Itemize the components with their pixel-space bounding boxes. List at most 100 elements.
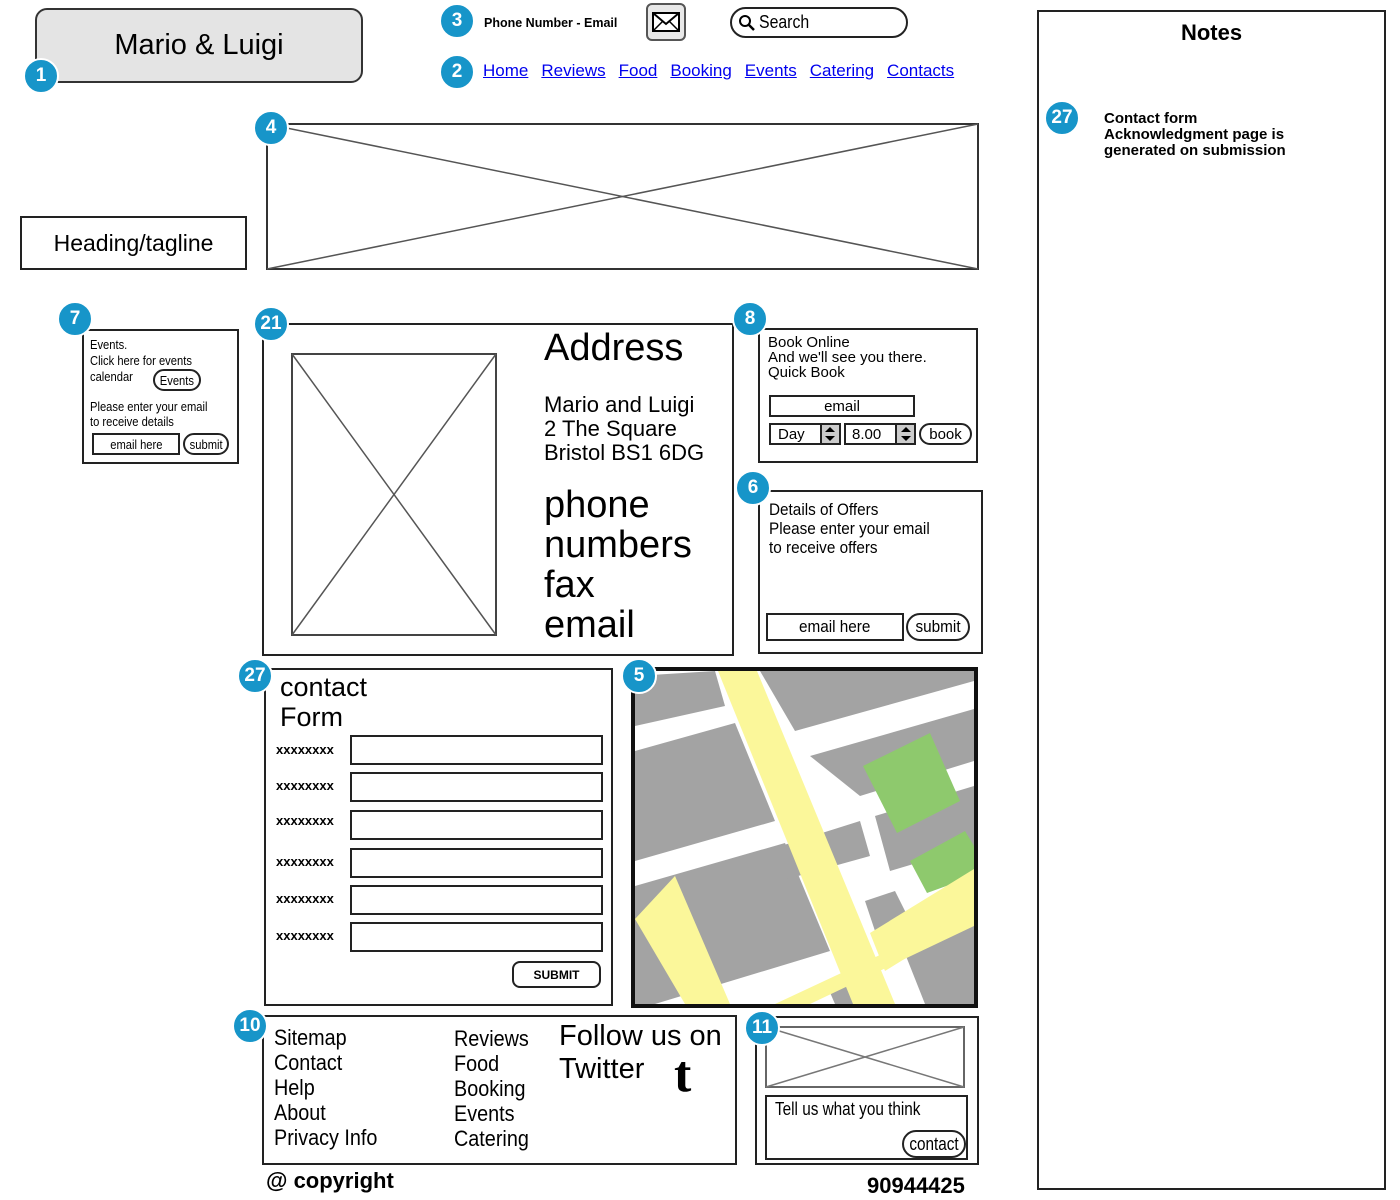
contact-label-3: xxxxxxxx xyxy=(276,813,334,828)
logo-box[interactable]: Mario & Luigi xyxy=(35,8,363,83)
events-text-line2: Click here for events xyxy=(90,353,192,368)
nav-link-contacts[interactable]: Contacts xyxy=(887,61,955,80)
annotation-badge-11: 11 xyxy=(744,1010,780,1046)
events-submit-button[interactable]: submit xyxy=(183,433,229,455)
address-box: Address Mario and Luigi 2 The Square Bri… xyxy=(262,323,734,656)
note-line3: generated on submission xyxy=(1104,142,1286,159)
footer-link-help[interactable]: Help xyxy=(274,1075,315,1100)
footer-link-food[interactable]: Food xyxy=(454,1051,500,1076)
contact-label-4: xxxxxxxx xyxy=(276,854,334,869)
address-name: Mario and Luigi xyxy=(544,392,695,417)
events-button-label: Events xyxy=(159,372,195,388)
address-phone: phone xyxy=(544,484,650,526)
email-icon[interactable] xyxy=(646,3,686,41)
address-email: email xyxy=(544,604,635,646)
offers-submit-button[interactable]: submit xyxy=(906,613,970,641)
address-street: 2 The Square xyxy=(544,416,677,441)
footer-link-catering[interactable]: Catering xyxy=(454,1126,529,1151)
offers-signup-box: Details of Offers Please enter your emai… xyxy=(758,490,983,654)
nav-link-food[interactable]: Food xyxy=(618,61,658,80)
notes-title: Notes xyxy=(1180,20,1243,45)
annotation-badge-2: 2 xyxy=(439,54,475,90)
nav-link-events[interactable]: Events xyxy=(744,61,797,80)
events-email-placeholder: email here xyxy=(109,436,163,452)
annotation-badge-27-note: 27 xyxy=(1044,100,1080,136)
footer-link-reviews[interactable]: Reviews xyxy=(454,1026,529,1051)
footer-link-contact[interactable]: Contact xyxy=(274,1050,343,1075)
offers-email-field[interactable]: email here xyxy=(766,613,904,641)
footer-link-sitemap[interactable]: Sitemap xyxy=(274,1025,347,1050)
search-placeholder: Search xyxy=(759,12,810,32)
annotation-badge-7: 7 xyxy=(57,301,93,337)
events-text-line4: Please enter your email xyxy=(90,399,208,414)
logo-label: Mario & Luigi xyxy=(114,29,284,61)
copyright-text: @ copyright xyxy=(266,1168,394,1193)
offers-submit-label: submit xyxy=(915,617,961,636)
contact-form-title-line1: contact xyxy=(280,672,368,702)
feedback-prompt: Tell us what you think xyxy=(775,1099,921,1119)
address-city: Bristol BS1 6DG xyxy=(544,440,705,465)
hero-image-placeholder xyxy=(266,123,979,270)
events-text-line5: to receive details xyxy=(90,414,174,429)
feedback-textarea[interactable]: Tell us what you think contact xyxy=(765,1095,968,1160)
offers-text-line2: Please enter your email xyxy=(769,519,930,538)
booking-text-line2: And we'll see you there. xyxy=(768,349,927,366)
contact-submit-button[interactable]: SUBMIT xyxy=(512,961,601,988)
contact-form-box: contact Form xxxxxxxx xxxxxxxx xxxxxxxx … xyxy=(264,668,613,1006)
twitter-icon[interactable]: t xyxy=(674,1046,692,1103)
annotation-badge-27-form: 27 xyxy=(237,658,273,694)
feedback-box: Tell us what you think contact xyxy=(755,1016,979,1165)
events-text-line1: Events. xyxy=(90,337,128,352)
feedback-contact-button[interactable]: contact xyxy=(902,1130,966,1158)
contact-field-6[interactable] xyxy=(350,922,603,952)
notes-panel: Notes Contact form Acknowledgment page i… xyxy=(1037,10,1386,1190)
footer-link-privacy[interactable]: Privacy Info xyxy=(274,1125,378,1150)
address-title: Address xyxy=(544,327,684,369)
address-numbers: numbers xyxy=(544,524,692,566)
annotation-badge-5: 5 xyxy=(621,658,657,694)
events-signup-box: Events. Click here for events calendar E… xyxy=(82,329,239,464)
quick-book-box: Book Online And we'll see you there. Qui… xyxy=(758,328,978,463)
contact-field-1[interactable] xyxy=(350,735,603,765)
nav-link-catering[interactable]: Catering xyxy=(809,61,875,80)
search-icon xyxy=(738,14,756,32)
day-spinner-icon xyxy=(819,425,839,443)
contact-field-3[interactable] xyxy=(350,810,603,840)
heading-tagline: Heading/tagline xyxy=(53,229,214,256)
footer-link-booking[interactable]: Booking xyxy=(454,1076,526,1101)
footer-links-box: Sitemap Contact Help About Privacy Info … xyxy=(262,1015,737,1165)
feedback-image-placeholder xyxy=(765,1026,965,1088)
twitter-follow-line2[interactable]: Twitter xyxy=(559,1053,645,1085)
search-input[interactable]: Search xyxy=(730,7,908,38)
events-button[interactable]: Events xyxy=(153,369,201,391)
contact-label-6: xxxxxxxx xyxy=(276,928,334,943)
booking-day-select[interactable]: Day xyxy=(769,423,841,445)
booking-email-field[interactable]: email xyxy=(769,395,915,417)
booking-text-line3: Quick Book xyxy=(768,364,845,381)
nav-link-booking[interactable]: Booking xyxy=(670,61,732,80)
map-placeholder[interactable] xyxy=(631,667,978,1008)
nav-link-reviews[interactable]: Reviews xyxy=(541,61,606,80)
address-image-placeholder xyxy=(291,353,497,636)
offers-text-line1: Details of Offers xyxy=(769,500,879,519)
footer-link-events[interactable]: Events xyxy=(454,1101,515,1126)
booking-text-line1: Book Online xyxy=(768,334,850,351)
footer-link-about[interactable]: About xyxy=(274,1100,326,1125)
heading-tagline-box: Heading/tagline xyxy=(20,216,247,270)
annotation-badge-4: 4 xyxy=(253,110,289,146)
note-line1: Contact form xyxy=(1104,110,1198,127)
contact-field-2[interactable] xyxy=(350,772,603,802)
booking-email-placeholder: email xyxy=(824,397,860,415)
time-spinner-icon xyxy=(895,425,914,443)
nav-link-home[interactable]: Home xyxy=(483,61,529,80)
annotation-badge-1: 1 xyxy=(23,58,59,94)
contact-field-5[interactable] xyxy=(350,885,603,915)
book-button-label: book xyxy=(929,425,962,443)
events-text-line3: calendar xyxy=(90,369,133,384)
twitter-follow-line1[interactable]: Follow us on xyxy=(559,1020,722,1052)
book-button[interactable]: book xyxy=(919,423,972,445)
booking-time-select[interactable]: 8.00 xyxy=(844,423,916,445)
contact-field-4[interactable] xyxy=(350,848,603,878)
events-email-field[interactable]: email here xyxy=(92,433,180,455)
address-fax: fax xyxy=(544,564,595,606)
